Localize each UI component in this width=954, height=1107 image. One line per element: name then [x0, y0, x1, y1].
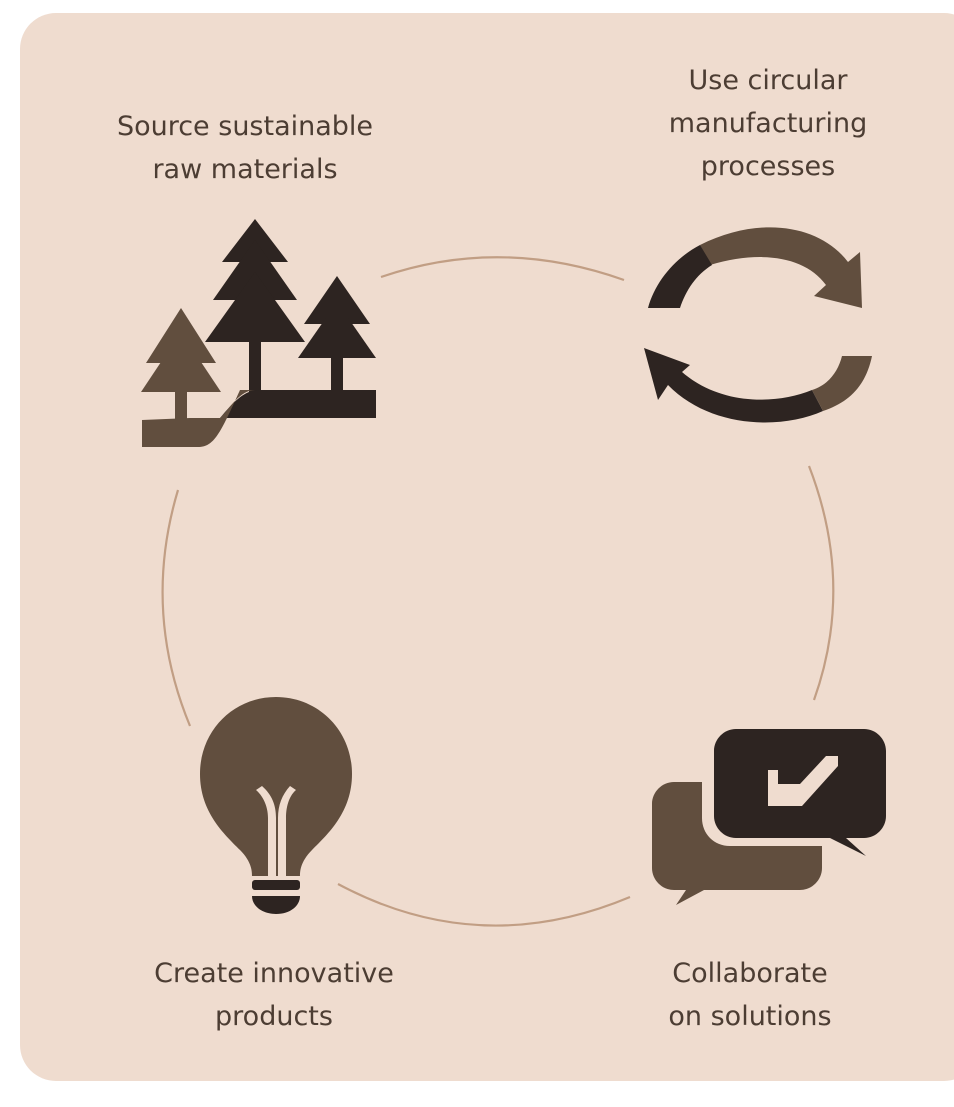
chat-check-icon	[652, 722, 896, 905]
step-label-collaborate: Collaborate on solutions	[668, 958, 832, 1032]
pine-trees-icon	[141, 219, 376, 447]
ring-arc-left	[161, 489, 192, 727]
step-label-source-materials: Source sustainable raw materials	[116, 111, 374, 185]
step-label-circular-manufacturing: Use circular manufacturing processes	[668, 65, 868, 182]
lightbulb-icon	[200, 697, 352, 914]
diagram-card	[20, 13, 954, 1081]
cycle-ring	[161, 256, 835, 927]
ring-arc-bottom	[337, 883, 631, 927]
ring-arc-top	[380, 256, 625, 282]
ring-arc-right	[807, 465, 835, 701]
recycle-arrows-icon	[644, 227, 872, 423]
step-label-innovative-products: Create innovative products	[154, 958, 394, 1032]
